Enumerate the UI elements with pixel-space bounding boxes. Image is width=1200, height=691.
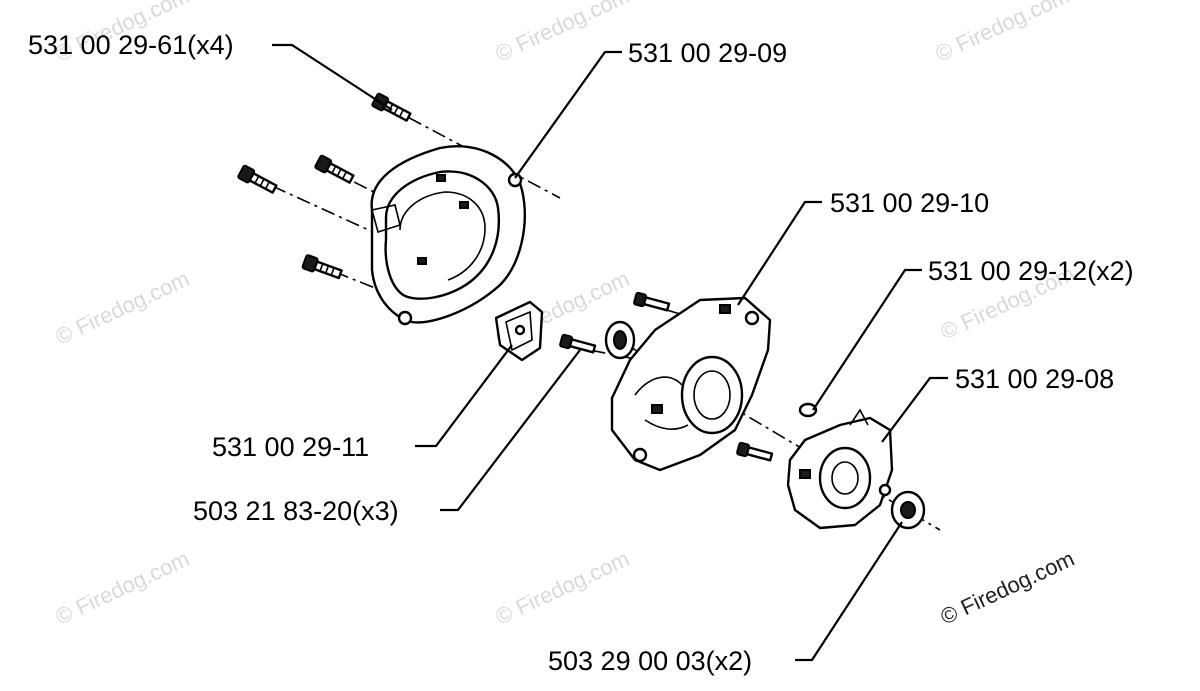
part-label-p2: 531 00 29-09 <box>628 38 787 68</box>
watermark-text: © Firedog.com <box>52 266 194 350</box>
part-labels: 531 00 29-61(x4) 531 00 29-09 531 00 29-… <box>28 30 1134 676</box>
crankcase-half-10 <box>610 296 772 472</box>
watermarks: © Firedog.com © Firedog.com © Firedog.co… <box>52 0 1079 630</box>
part-label-p7: 503 21 83-20(x3) <box>193 496 399 526</box>
part-label-p6: 531 00 29-11 <box>212 432 369 462</box>
part-label-p8: 503 29 00 03(x2) <box>548 646 752 676</box>
watermark-text-dark: © Firedog.com <box>937 546 1079 630</box>
part-label-p5: 531 00 29-08 <box>955 364 1114 394</box>
bearing <box>890 490 926 530</box>
bracket-11 <box>494 300 544 362</box>
crankcase-half-08 <box>786 408 894 530</box>
leader-lines <box>272 43 948 662</box>
watermark-text: © Firedog.com <box>492 546 634 630</box>
part-label-p4: 531 00 29-12(x2) <box>928 256 1134 286</box>
seal-12 <box>798 402 818 418</box>
watermark-text: © Firedog.com <box>492 0 634 67</box>
fan-housing <box>370 145 526 326</box>
watermark-text: © Firedog.com <box>932 0 1074 67</box>
screw-group-20 <box>559 291 774 462</box>
part-label-p3: 531 00 29-10 <box>830 188 989 218</box>
watermark-text: © Firedog.com <box>52 546 194 630</box>
part-label-p1: 531 00 29-61(x4) <box>28 30 234 60</box>
seal-ring <box>604 320 636 360</box>
